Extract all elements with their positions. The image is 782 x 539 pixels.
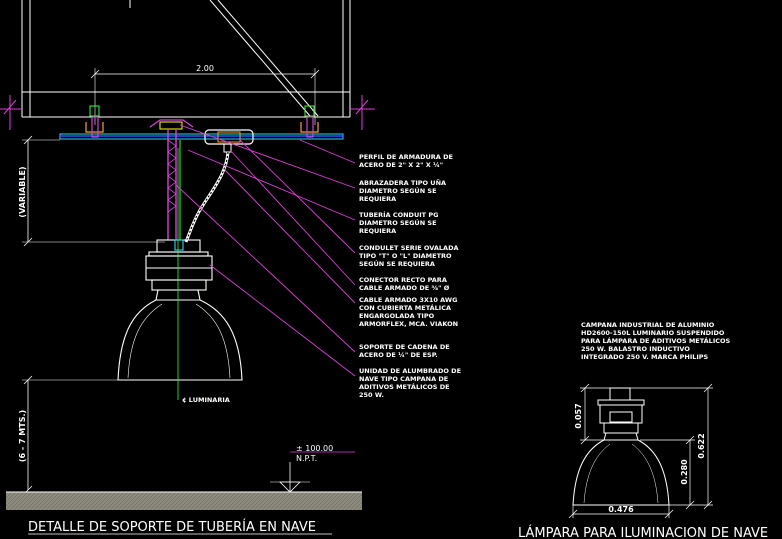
annotation-line: SOPORTE DE CADENA DE: [359, 343, 450, 351]
annotation-line: ABRAZADERA TIPO UÑA: [359, 178, 446, 187]
annotation-line: PERFIL DE ARMADURA DE: [359, 153, 453, 161]
level-label: N.P.T.: [296, 454, 317, 463]
conduit-and-chain: [167, 129, 181, 240]
left-title: DETALLE DE SOPORTE DE TUBERÍA EN NAVE: [28, 519, 316, 535]
lamp-spec-line: PARA LÁMPARA DE ADITIVOS METÁLICOS: [581, 336, 731, 345]
grid-marks: [0, 95, 375, 130]
annotation-line: CABLE ARMADO 3X10 AWG: [359, 296, 457, 304]
luminaire-left: [117, 239, 243, 381]
annotation-line: ACERO DE 2" X 2" X ¼": [359, 161, 443, 169]
annotation-line: REQUIERA: [359, 195, 396, 203]
span-dimension: 2.00: [90, 64, 320, 125]
lamp-spec-line: CAMPANA INDUSTRIAL DE ALUMINIO: [581, 321, 715, 329]
lamp-spec-line: 250 W. BALASTRO INDUCTIVO: [581, 345, 690, 353]
floor-slab: [6, 491, 362, 510]
annotation-line: DIAMETRO SEGÚN SE: [359, 186, 437, 195]
leader-lines: [175, 124, 356, 377]
span-label: 2.00: [196, 64, 214, 73]
annotation-line: ACERO DE ¼" DE ESP.: [359, 351, 438, 359]
lamp-spec-text: CAMPANA INDUSTRIAL DE ALUMINIOHD2600-150…: [581, 321, 731, 361]
annotation-line: TIPO "T" O "L" DIAMETRO: [359, 252, 452, 260]
dim-total-label: 0.622: [697, 433, 706, 458]
dim-body-label: 0.280: [680, 459, 689, 485]
level-value: ± 100.00: [296, 444, 333, 453]
annotation-line: DIAMETRO SEGÚN SE: [359, 218, 437, 227]
annotation-line: 250 W.: [359, 391, 384, 399]
annotation-line: CONECTOR RECTO PARA: [359, 276, 447, 284]
annotation-line: NAVE TIPO CAMPANA DE: [359, 375, 448, 383]
angle-clamps: [85, 105, 319, 138]
annotation-line: SEGÚN SE REQUIERA: [359, 259, 435, 268]
luminaire-axis-label: ¢ LUMINARIA: [182, 396, 230, 404]
lamp-spec-line: INTEGRADO 250 V. MARCA PHILIPS: [581, 353, 709, 361]
height-range-label: (6 - 7 MTS.): [18, 410, 27, 462]
annotation-line: CONDULET SERIE OVALADA: [359, 244, 459, 252]
steel-angle-profile: [59, 133, 344, 140]
dim-width-label: 0.476: [608, 505, 634, 514]
annotation-line: TUBERÍA CONDUIT PG: [359, 210, 438, 219]
annotation-line: UNIDAD DE ALUMBRADO DE: [359, 367, 461, 375]
annotation-line: REQUIERA: [359, 227, 396, 235]
annotation-line: CON CUBIERTA METÁLICA: [359, 303, 451, 312]
annotation-line: ENGARGOLADA TIPO: [359, 312, 435, 320]
annotation-line: ARMORFLEX, MCA. VIAKON: [359, 320, 458, 328]
right-title: LÁMPARA PARA ILUMINACION DE NAVE: [518, 525, 768, 539]
level-mark: ± 100.00 N.P.T.: [270, 444, 355, 493]
lamp-dimensions: [568, 383, 713, 519]
dim-top-label: 0.057: [574, 403, 583, 428]
luminaire-right: [572, 387, 670, 506]
vertical-dimensions: (VARIABLE) (6 - 7 MTS.): [18, 135, 165, 495]
lamp-spec-line: HD2600-150L LUMINARIO SUSPENDIDO: [581, 329, 725, 337]
armored-cable: [184, 151, 230, 243]
annotation-line: ADITIVOS METÁLICOS DE: [359, 382, 450, 391]
condulet-fitting: [204, 129, 254, 153]
variable-label: (VARIABLE): [18, 166, 27, 217]
truss-frame: [21, 0, 351, 118]
annotation-line: CABLE ARMADO DE ⅜" Ø: [359, 284, 450, 292]
